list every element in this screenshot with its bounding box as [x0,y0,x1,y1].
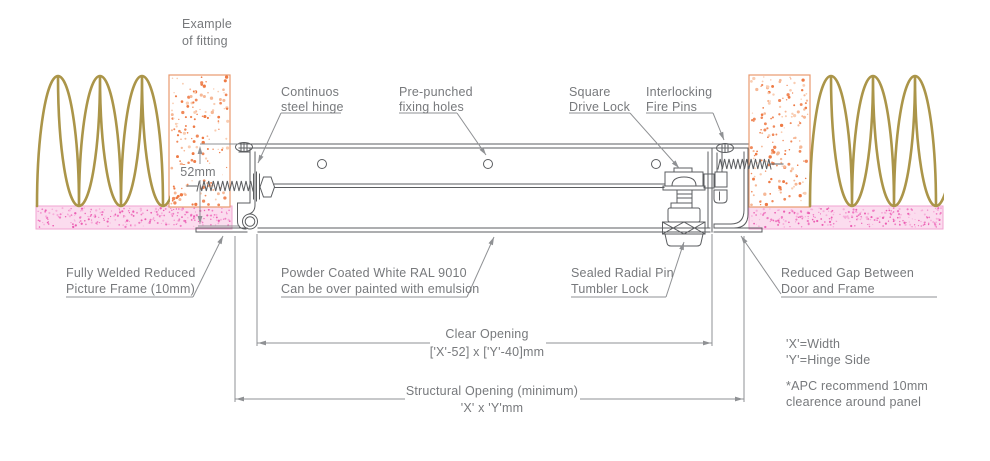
frame-right-profile [713,147,749,229]
callout-underlines [66,112,937,298]
insulation-batt-right [808,74,944,208]
note-example-line2: of fitting [182,34,228,48]
callout-holes-line2: fixing holes [399,100,464,114]
dimension-lines [66,112,937,402]
dimension-clear-line1: Clear Opening [445,327,529,341]
insulation-batt-left [35,74,170,208]
callout-powder-line2: Can be over painted with emulsion [281,282,480,296]
dimension-depth-label: 52mm [174,165,222,179]
callout-tumbler-line2: Tumbler Lock [571,282,649,296]
frame-left-profile [237,147,258,230]
callout-fire-pins-line1: Interlocking [646,85,713,99]
ceiling-board-right [748,205,944,230]
square-drive-lock [662,167,715,191]
frame-screw-left-icon [235,142,253,153]
dimension-structural-line1: Structural Opening (minimum) [405,384,579,398]
frame-screw-right-icon [716,143,734,153]
continuous-hinge-assembly [186,171,665,202]
masonry-block-right [748,74,811,208]
callout-gap-line2: Door and Frame [781,282,875,296]
dimension-arrowheads [197,146,743,402]
callout-fire-pins-line2: Fire Pins [646,100,698,114]
callout-frame-line1: Fully Welded Reduced [66,266,196,280]
legend-y: 'Y'=Hinge Side [786,353,871,367]
fixing-holes [317,159,661,169]
callout-drive-lock-line1: Square [569,85,611,99]
fire-pins [707,147,784,233]
legend-note-line2: clearence around panel [786,395,922,409]
ceiling-board-left [35,205,233,230]
legend-note-line1: *APC recommend 10mm [786,379,929,393]
note-example-line1: Example [182,17,233,31]
dimension-clear-line2: ['X'-52] x ['Y'-40]mm [429,345,545,359]
callout-hinge-line1: Continuos [281,85,340,99]
callout-gap-line1: Reduced Gap Between [781,266,915,280]
callout-frame-line2: Picture Frame (10mm) [66,282,196,296]
legend-x: 'X'=Width [786,337,841,351]
door-top-skin [238,143,749,149]
callout-holes-line1: Pre-punched [399,85,473,99]
tumbler-lock [661,189,706,247]
callout-hinge-line2: steel hinge [281,100,344,114]
dimension-structural-line2: 'X' x 'Y'mm [460,401,524,415]
leader-arrows [192,112,782,298]
panel-and-frame-section [186,142,784,247]
dimension-52mm [198,143,240,227]
callout-drive-lock-line2: Drive Lock [569,100,631,114]
callout-tumbler-line1: Sealed Radial Pin [571,266,674,280]
callout-powder-line1: Powder Coated White RAL 9010 [281,266,467,280]
